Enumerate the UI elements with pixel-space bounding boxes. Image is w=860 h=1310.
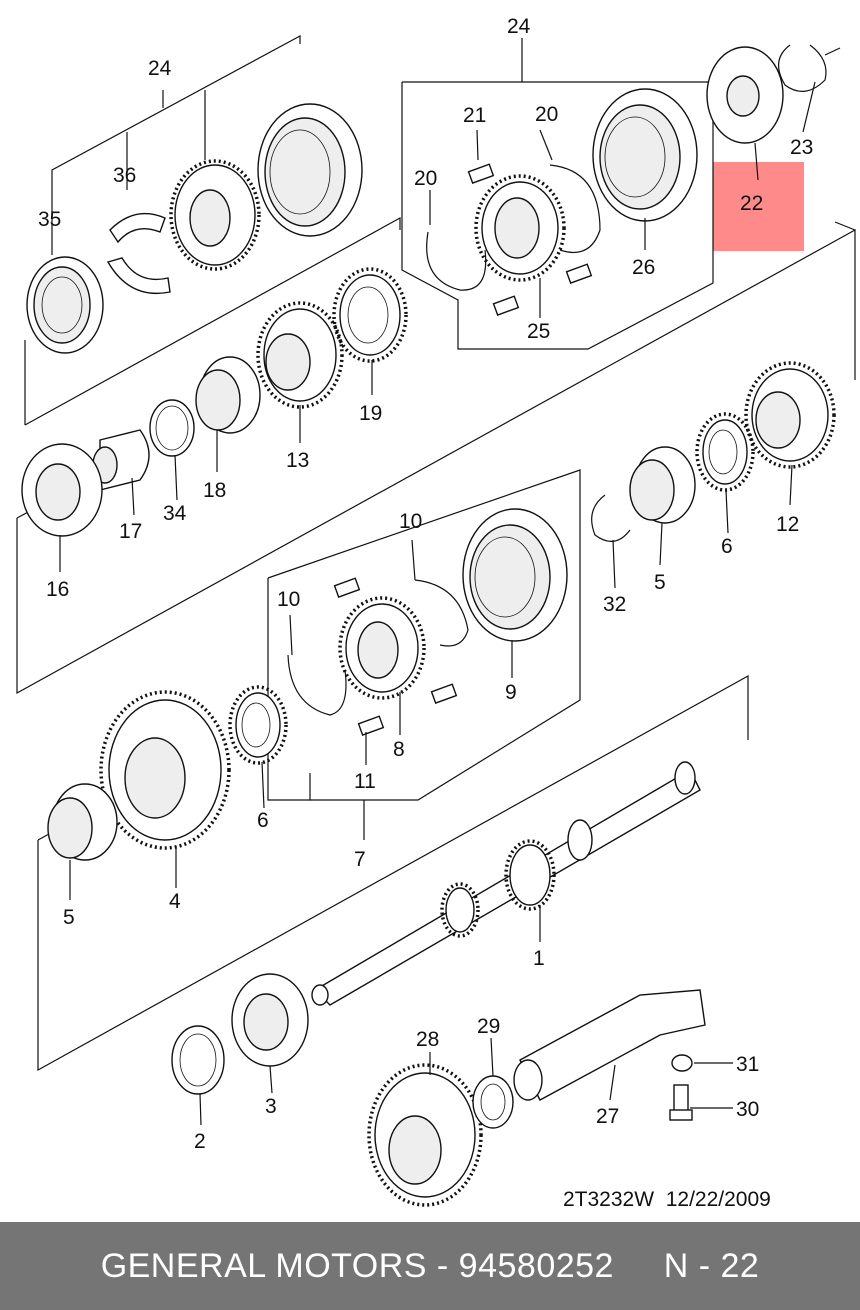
leader-lines xyxy=(59,81,816,1126)
part-24-hub-left[interactable] xyxy=(169,103,363,271)
part-2-ring[interactable] xyxy=(171,1025,225,1095)
callout-35: 35 xyxy=(38,208,61,231)
part-3-ball-bearing[interactable] xyxy=(231,973,309,1067)
part-5-needle-bearing-lower[interactable] xyxy=(47,783,118,861)
callout-28: 28 xyxy=(416,1028,439,1051)
callout-7: 7 xyxy=(354,848,366,871)
part-10-spring-lower[interactable] xyxy=(287,654,347,716)
part-4-gear[interactable] xyxy=(99,690,231,850)
callout-13: 13 xyxy=(286,449,309,472)
callout-9: 9 xyxy=(505,681,517,704)
part-11-key[interactable] xyxy=(333,577,458,736)
callout-10-upper: 10 xyxy=(399,510,422,533)
callout-32: 32 xyxy=(603,593,626,616)
part-1-main-shaft[interactable] xyxy=(311,761,701,1006)
part-21-key[interactable] xyxy=(467,163,593,316)
callout-16: 16 xyxy=(46,578,69,601)
callout-20-right: 20 xyxy=(535,103,558,126)
callout-5-lower: 5 xyxy=(63,906,75,929)
footer-bar: GENERAL MOTORS - 94580252 N - 22 xyxy=(0,1222,860,1310)
callout-6-lower: 6 xyxy=(257,809,269,832)
callout-4: 4 xyxy=(169,890,181,913)
callout-5-upper: 5 xyxy=(654,571,666,594)
callout-6-upper: 6 xyxy=(721,535,733,558)
callout-18: 18 xyxy=(203,479,226,502)
part-6-synchro-ring-upper[interactable] xyxy=(695,412,755,492)
drawing-id: 2T3232W 12/22/2009 xyxy=(563,1188,771,1211)
callout-3: 3 xyxy=(265,1095,277,1118)
part-23-snap-ring[interactable] xyxy=(778,44,841,92)
callout-19: 19 xyxy=(359,402,382,425)
part-8-hub[interactable] xyxy=(338,596,426,700)
callout-12: 12 xyxy=(776,513,799,536)
part-12-gear[interactable] xyxy=(744,361,836,469)
part-5-needle-bearing-upper[interactable] xyxy=(629,446,696,524)
callout-11: 11 xyxy=(354,770,376,793)
parts-exploded-diagram: 24 24 36 35 21 20 20 23 22 26 25 19 13 1… xyxy=(16,15,856,1211)
part-20-spring-right[interactable] xyxy=(549,164,601,254)
part-27-reverse-shaft[interactable] xyxy=(513,989,706,1101)
part-29-washer[interactable] xyxy=(472,1075,514,1129)
part-19-synchro-ring[interactable] xyxy=(332,267,408,363)
part-10-spring-upper[interactable] xyxy=(414,579,469,647)
callout-30: 30 xyxy=(736,1098,759,1121)
part-26-sleeve[interactable] xyxy=(592,88,698,222)
part-9-sleeve[interactable] xyxy=(462,508,568,642)
highlight-box-22[interactable] xyxy=(713,162,804,251)
callout-31: 31 xyxy=(736,1053,759,1076)
callout-2: 2 xyxy=(194,1130,206,1153)
footer-part-number: GENERAL MOTORS - 94580252 xyxy=(100,1246,614,1285)
callout-24-top: 24 xyxy=(507,15,531,38)
callout-10-lower: 10 xyxy=(277,588,300,611)
callout-8: 8 xyxy=(393,738,405,761)
part-25-hub[interactable] xyxy=(474,174,566,282)
callout-labels: 24 24 36 35 21 20 20 23 22 26 25 19 13 1… xyxy=(38,15,813,1153)
part-28-reverse-gear[interactable] xyxy=(367,1063,483,1207)
callout-22[interactable]: 22 xyxy=(740,192,763,215)
part-32-snap-ring[interactable] xyxy=(591,494,631,542)
callout-20-left: 20 xyxy=(414,167,437,190)
callout-36: 36 xyxy=(113,164,136,187)
part-34-ring[interactable] xyxy=(149,399,195,457)
part-30-bolt[interactable] xyxy=(669,1084,693,1121)
callout-1: 1 xyxy=(533,947,545,970)
footer-page: N - 22 xyxy=(663,1246,760,1285)
callout-29: 29 xyxy=(477,1015,500,1038)
part-6-synchro-ring-lower[interactable] xyxy=(228,685,288,765)
callout-23: 23 xyxy=(790,136,813,159)
part-20-spring-left[interactable] xyxy=(426,231,487,291)
part-35-sleeve[interactable] xyxy=(26,256,104,354)
part-31-washer[interactable] xyxy=(671,1054,693,1072)
callout-21: 21 xyxy=(463,104,486,127)
callout-17: 17 xyxy=(119,520,142,543)
part-18-needle-bearing[interactable] xyxy=(195,356,261,434)
part-36-key-segments[interactable] xyxy=(106,212,171,294)
footer-spacer xyxy=(614,1247,664,1286)
part-22-plate[interactable] xyxy=(706,46,784,144)
callout-27: 27 xyxy=(596,1105,619,1128)
callout-24-left: 24 xyxy=(148,57,172,80)
callout-25: 25 xyxy=(527,320,550,343)
part-13-gear[interactable] xyxy=(256,301,344,409)
callout-26: 26 xyxy=(632,256,655,279)
part-16-ball-bearing[interactable] xyxy=(21,443,103,537)
callout-34: 34 xyxy=(163,502,187,525)
